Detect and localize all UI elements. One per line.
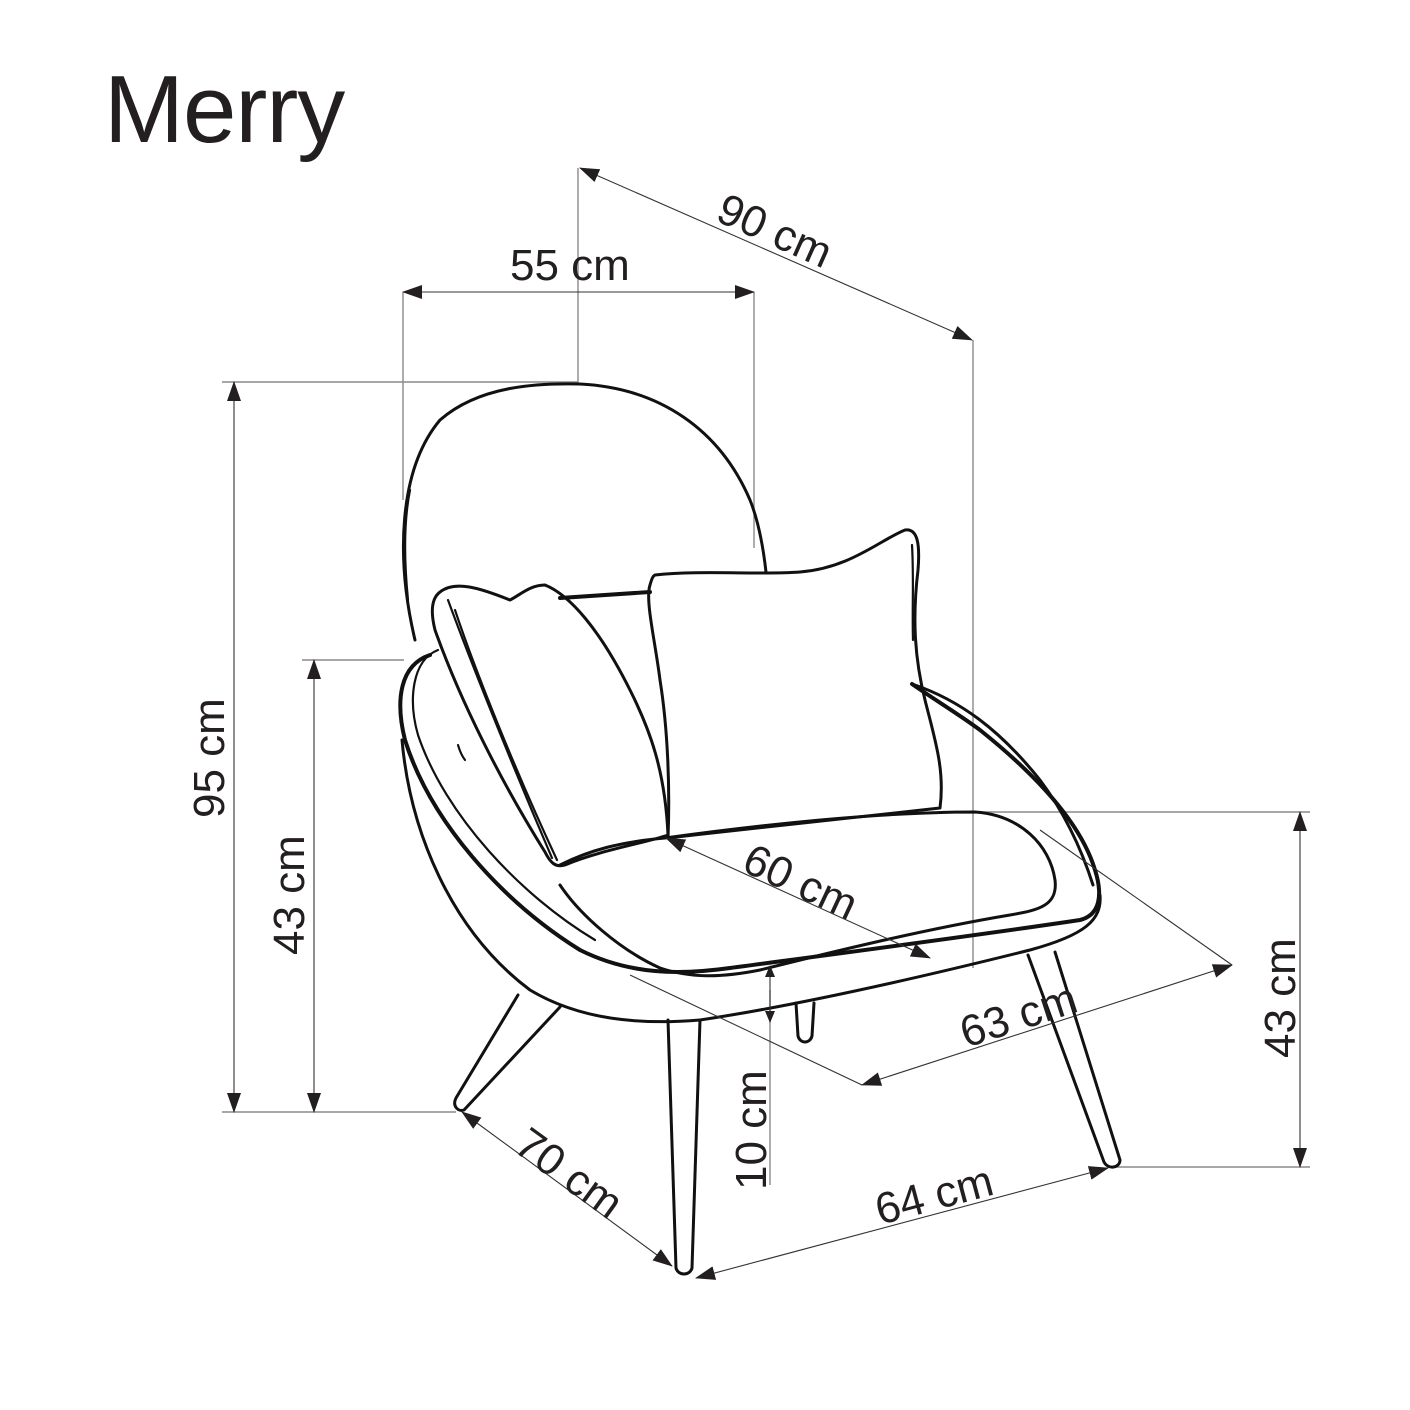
label-55cm: 55 cm — [510, 241, 630, 290]
dimension-labels: 90 cm 55 cm 95 cm 43 cm 60 cm 63 cm 43 c… — [185, 184, 1305, 1234]
label-70cm: 70 cm — [506, 1118, 632, 1228]
label-63cm: 63 cm — [954, 974, 1083, 1058]
right-pillow — [647, 528, 943, 840]
dimension-lines — [227, 167, 1307, 1280]
label-43cm-seat: 43 cm — [1256, 938, 1305, 1058]
label-64cm: 64 cm — [870, 1156, 998, 1234]
extension-lines — [222, 168, 1310, 1185]
leg-front-left — [666, 1018, 702, 1276]
label-10cm: 10 cm — [727, 1070, 776, 1190]
leg-back-right — [794, 1001, 816, 1044]
label-60cm: 60 cm — [736, 835, 865, 930]
label-43cm-armrest: 43 cm — [265, 835, 314, 955]
product-title: Merry — [104, 56, 345, 163]
chair-legs — [453, 950, 1122, 1276]
leg-front-right — [1026, 950, 1122, 1169]
backrest — [401, 382, 768, 642]
label-90cm: 90 cm — [710, 184, 839, 278]
label-95cm: 95 cm — [185, 698, 234, 818]
leg-back-left — [453, 993, 562, 1112]
